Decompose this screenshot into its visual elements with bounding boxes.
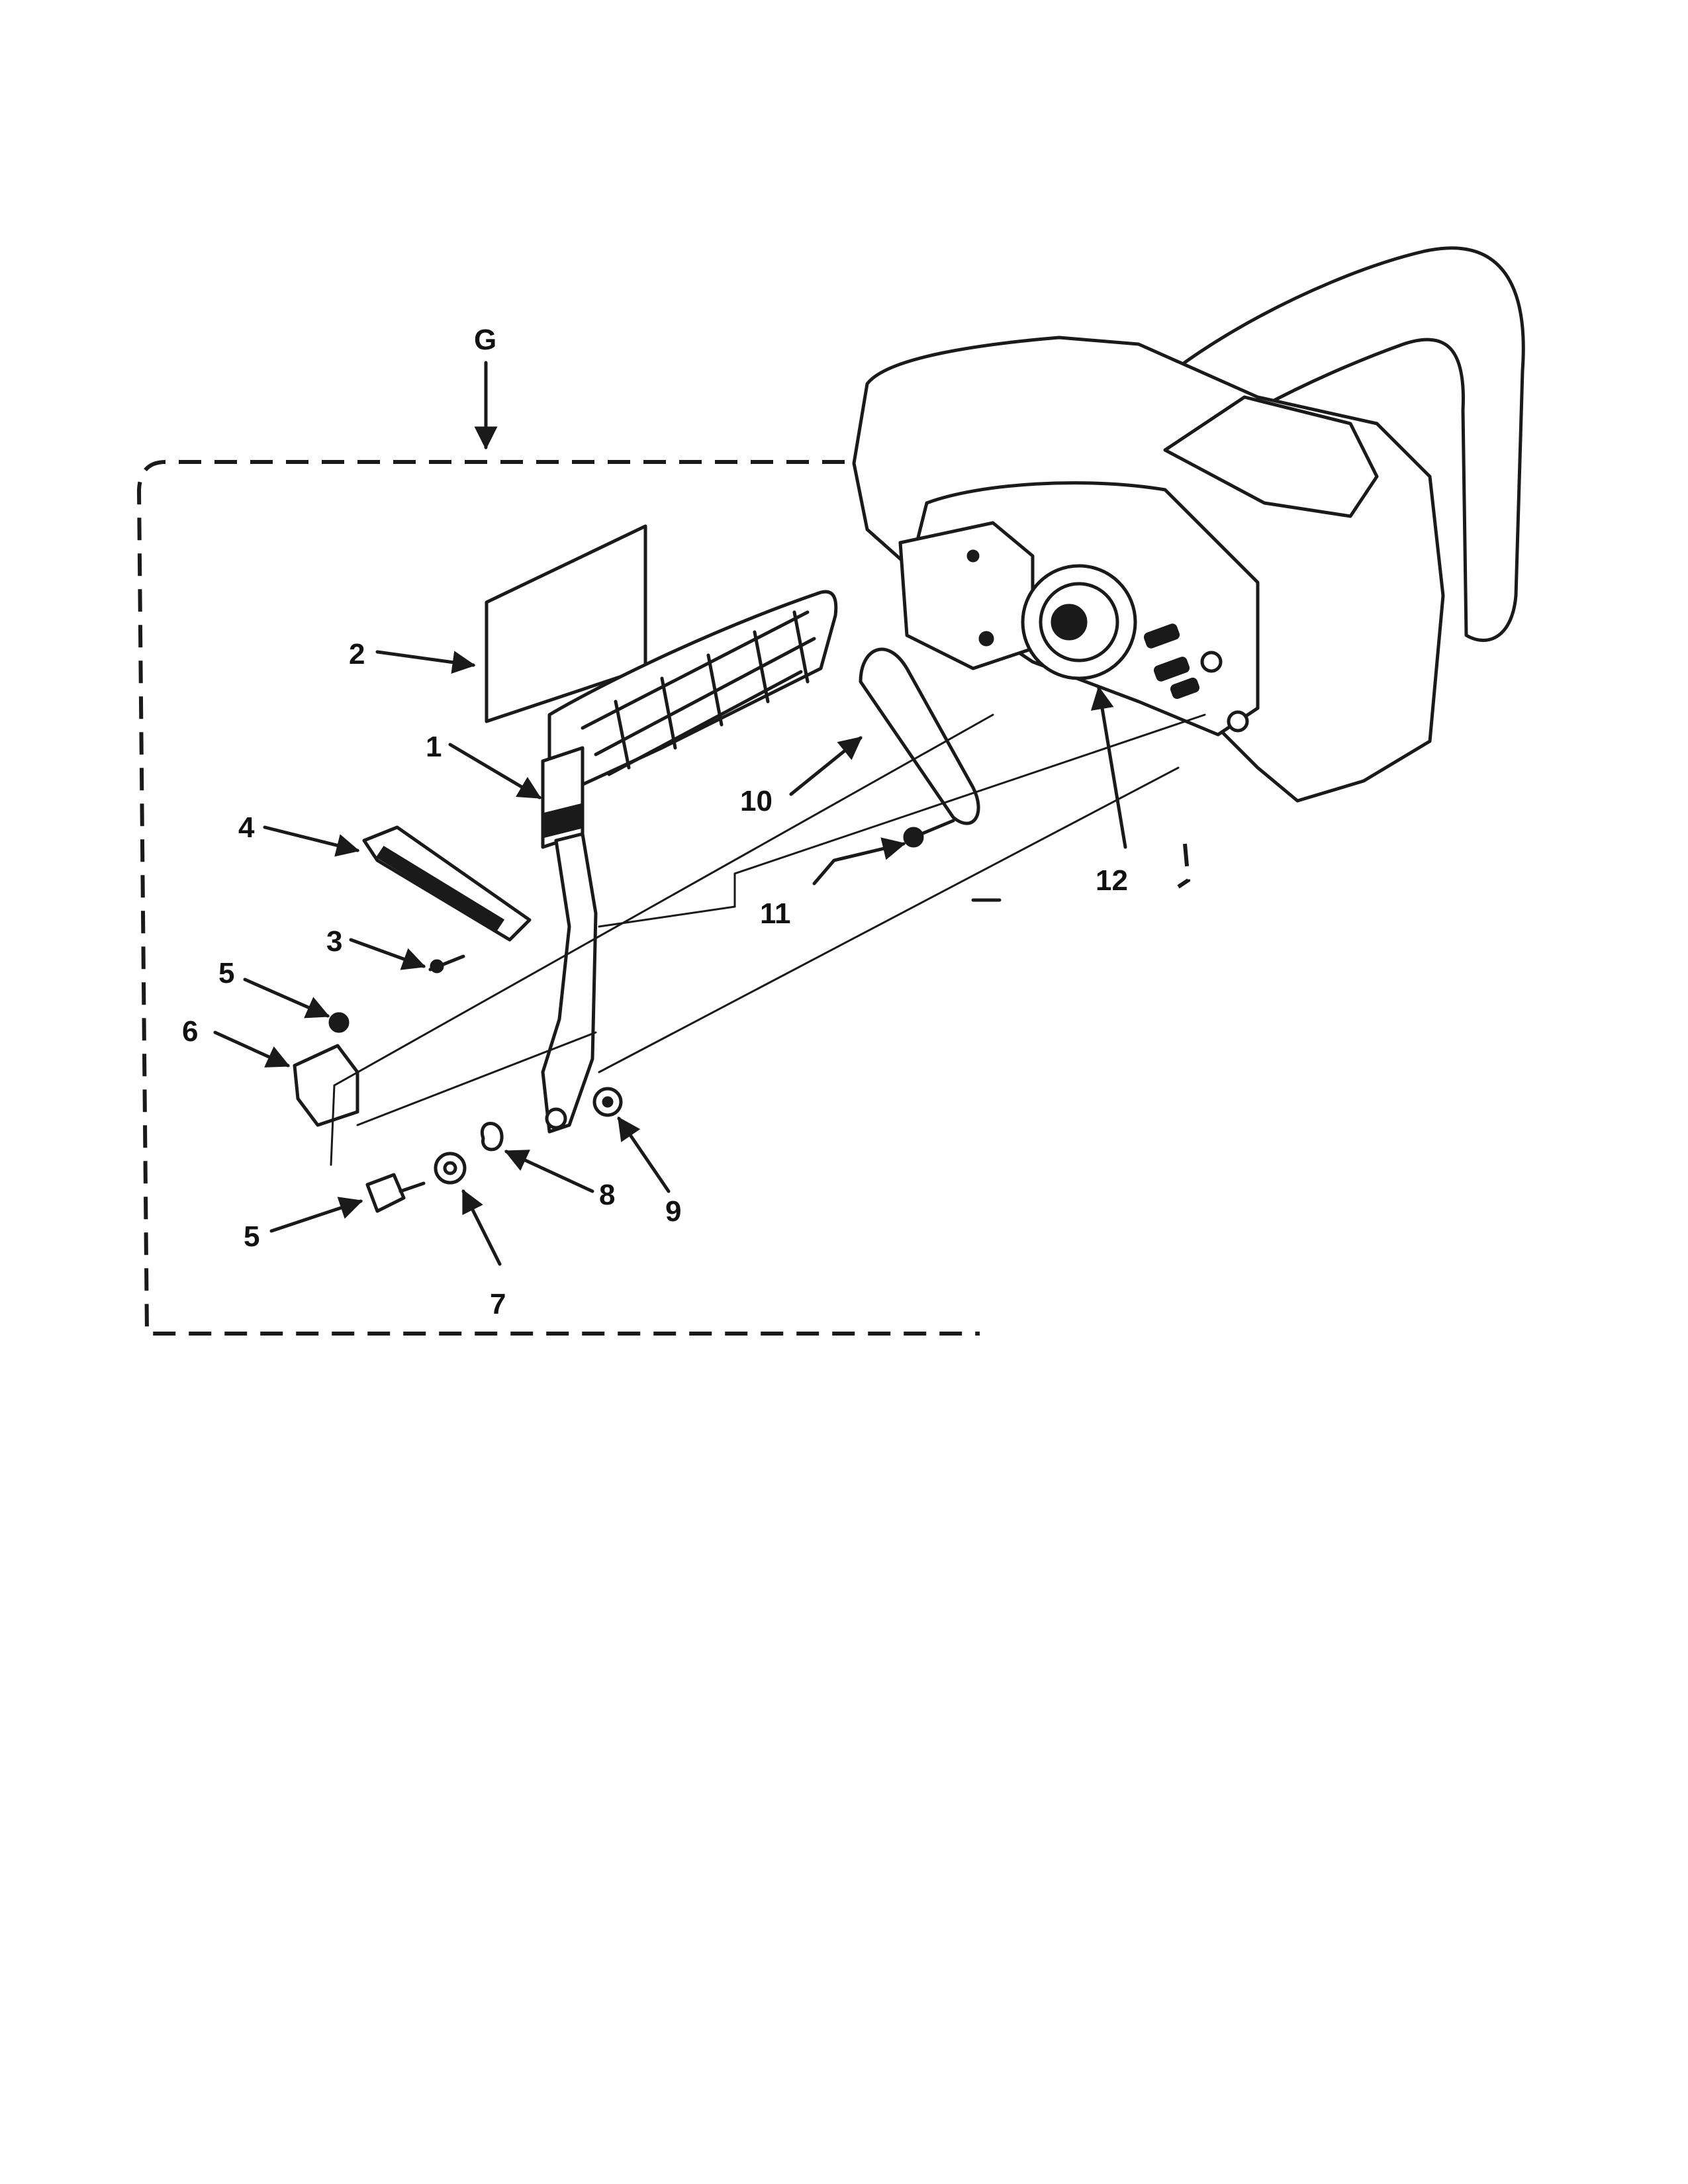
callout-12: 12	[1096, 864, 1128, 897]
part-nut-upper	[328, 1012, 350, 1033]
callout-5-upper: 5	[218, 957, 234, 989]
callout-1: 1	[426, 731, 442, 763]
filter-cover	[1163, 395, 1379, 518]
part-nut-lower	[365, 1173, 426, 1213]
callout-9: 9	[665, 1195, 681, 1228]
callout-11: 11	[760, 897, 791, 930]
callout-5-lower: 5	[244, 1220, 259, 1253]
chainsaw-body	[852, 246, 1525, 803]
part-washer-9	[592, 1087, 623, 1117]
part-screw-11	[903, 819, 955, 848]
muffler-bolt	[978, 631, 994, 647]
callout-6: 6	[182, 1015, 198, 1048]
callout-2: 2	[349, 638, 365, 670]
part-spring-8	[480, 1122, 504, 1152]
part-brake-cover	[362, 825, 532, 942]
sprocket	[1021, 564, 1137, 680]
callout-4: 4	[238, 811, 255, 844]
callout-10: 10	[740, 785, 773, 817]
callout-8: 8	[599, 1179, 615, 1211]
muffler-bolt-upper	[966, 549, 980, 563]
brake-lever	[541, 832, 598, 1134]
callout-7: 7	[490, 1288, 506, 1320]
group-boundary	[136, 460, 1191, 1336]
group-g-callout: G	[474, 324, 498, 450]
bar-studs	[1143, 623, 1249, 733]
part-screw-3	[428, 954, 465, 974]
muffler-block	[898, 521, 1035, 670]
part-hand-guard	[541, 590, 838, 849]
callout-3: 3	[326, 925, 342, 958]
leader-arrows	[213, 650, 1127, 1266]
lever-pivot	[545, 1107, 567, 1130]
part-lever-block	[293, 1044, 359, 1127]
part-washer-7	[434, 1152, 467, 1185]
part-brake-band	[859, 647, 980, 825]
group-label: G	[474, 324, 496, 356]
assembly-lines	[330, 713, 1206, 1166]
